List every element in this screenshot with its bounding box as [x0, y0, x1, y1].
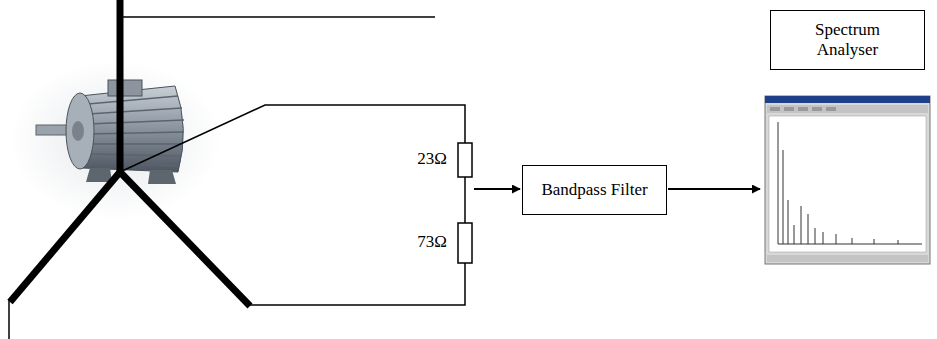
box-text: Spectrum Analyser	[798, 20, 898, 61]
box-text: Bandpass Filter	[541, 180, 647, 200]
resistor-value: 23Ω	[415, 149, 449, 169]
process-box: Bandpass Filter	[522, 165, 667, 215]
resistor-symbol	[458, 143, 472, 263]
analyser-screenshot	[765, 96, 930, 264]
resistor-value: 73Ω	[415, 232, 449, 252]
star-winding	[10, 0, 250, 306]
title-box: Spectrum Analyser	[770, 10, 925, 70]
wiring	[9, 17, 465, 339]
